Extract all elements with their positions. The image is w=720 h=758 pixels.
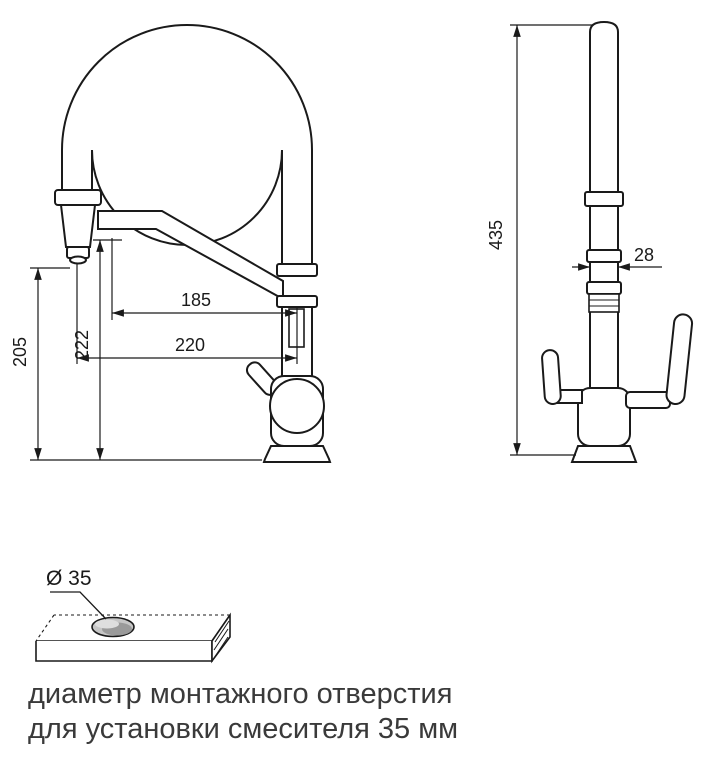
- side-body: [577, 387, 631, 447]
- side-collar-2: [586, 249, 622, 263]
- side-base: [570, 445, 638, 463]
- front-view: [54, 24, 332, 463]
- dim-label-28: 28: [634, 245, 654, 265]
- front-dim-labels: 185 220 222 205: [10, 290, 211, 367]
- dim-label-222: 222: [72, 330, 92, 360]
- dim-label-435: 435: [486, 220, 506, 250]
- swivel-arm: [97, 210, 284, 301]
- dim-label-205: 205: [10, 337, 30, 367]
- hole-leader-line: [50, 591, 107, 620]
- body-tube: [281, 307, 313, 378]
- caption-line-1: диаметр монтажного отверстия: [28, 678, 452, 710]
- slab-front-face: [35, 641, 213, 662]
- slab-edge-left-hidden: [35, 614, 55, 642]
- spray-tip: [69, 255, 87, 265]
- side-neck-28: [589, 262, 619, 282]
- base-flange: [262, 445, 332, 463]
- side-tube-lower: [589, 312, 619, 390]
- spout-arc-outer: [61, 24, 313, 266]
- body-ring-lower: [276, 295, 318, 308]
- dim-label-185: 185: [181, 290, 211, 310]
- main-lever-joint: [625, 391, 671, 409]
- side-collar-1: [584, 191, 624, 207]
- side-dimensions: [510, 24, 662, 456]
- slab-side-hatch: [213, 620, 230, 659]
- side-tube-top: [589, 20, 619, 192]
- hole-diameter-label: Ø 35: [46, 567, 92, 590]
- body-ring-upper: [276, 263, 318, 277]
- mount-hole-diagram: [35, 591, 231, 664]
- lever-knob: [269, 378, 325, 434]
- filter-handle: [541, 349, 562, 406]
- side-collar-3: [586, 281, 622, 295]
- caption-line-2: для установки смесителя 35 мм: [28, 713, 458, 745]
- spray-head: [59, 204, 97, 248]
- side-tube-mid1: [589, 206, 619, 250]
- spout-arc-inner: [91, 149, 283, 266]
- spray-collar: [54, 189, 102, 206]
- mount-hole-highlight: [95, 619, 119, 629]
- side-dim-labels: 435 28: [486, 220, 654, 265]
- side-view: [541, 20, 694, 463]
- main-lever: [665, 313, 694, 406]
- front-dimensions: [30, 238, 298, 461]
- side-aerator: [588, 293, 620, 313]
- dim-label-220: 220: [175, 335, 205, 355]
